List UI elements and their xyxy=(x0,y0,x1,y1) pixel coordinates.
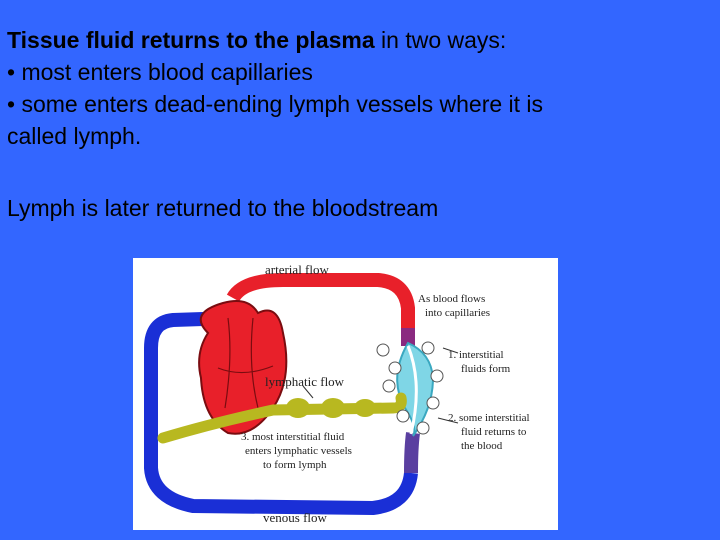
slide-text: Tissue fluid returns to the plasma in tw… xyxy=(7,24,712,224)
cell xyxy=(396,409,410,423)
heading-bold: Tissue fluid returns to the plasma xyxy=(7,27,375,53)
cell xyxy=(382,379,396,393)
venous-junction xyxy=(404,432,420,474)
bullet-capillaries: • most enters blood capillaries xyxy=(7,59,313,85)
bullet-lymph-vessels-cont: called lymph. xyxy=(7,123,142,149)
closing-statement: Lymph is later returned to the bloodstre… xyxy=(7,195,439,221)
label-step1-1: 1. interstitial xyxy=(448,349,504,361)
capillary-channel xyxy=(406,345,418,435)
pointer-line xyxy=(437,417,459,424)
circulation-diagram: arterial flow As blood flows into capill… xyxy=(133,258,558,530)
label-step3-3: to form lymph xyxy=(263,459,327,471)
heading-line: Tissue fluid returns to the plasma in tw… xyxy=(7,24,712,56)
cell xyxy=(426,396,440,410)
label-step2-2: fluid returns to xyxy=(461,426,527,438)
heart xyxy=(198,300,288,435)
cell xyxy=(376,343,390,357)
lymph-valve-2 xyxy=(321,398,345,418)
venous-vessel xyxy=(144,311,418,515)
label-step3-2: enters lymphatic vessels xyxy=(245,445,352,457)
label-step2-1: 2. some interstitial xyxy=(448,412,530,424)
lymph-valve-1 xyxy=(286,398,310,418)
arterial-vessel xyxy=(226,273,415,333)
label-venous-flow: venous flow xyxy=(263,510,328,525)
pointer-line xyxy=(442,347,459,354)
heart-vessels xyxy=(217,317,274,409)
label-step1-2: fluids form xyxy=(461,363,511,375)
cell xyxy=(416,421,430,435)
lymphatic-vessel xyxy=(157,392,407,444)
cell xyxy=(421,341,435,355)
heading-rest: in two ways: xyxy=(374,27,507,53)
cell xyxy=(430,369,444,383)
pointer-line xyxy=(302,385,314,399)
cell xyxy=(388,361,402,375)
label-step2-3: the blood xyxy=(461,440,503,452)
label-arterial-flow: arterial flow xyxy=(265,262,329,277)
label-lymphatic-flow: lymphatic flow xyxy=(265,374,345,389)
circulation-diagram-svg: arterial flow As blood flows into capill… xyxy=(144,262,530,525)
lymph-valve-3 xyxy=(354,399,376,417)
label-blood-flows-2: into capillaries xyxy=(425,307,490,319)
label-step3-1: 3. most interstitial fluid xyxy=(241,431,345,443)
bullet-lymph-vessels: • some enters dead-ending lymph vessels … xyxy=(7,91,544,117)
label-blood-flows-1: As blood flows xyxy=(418,293,485,305)
